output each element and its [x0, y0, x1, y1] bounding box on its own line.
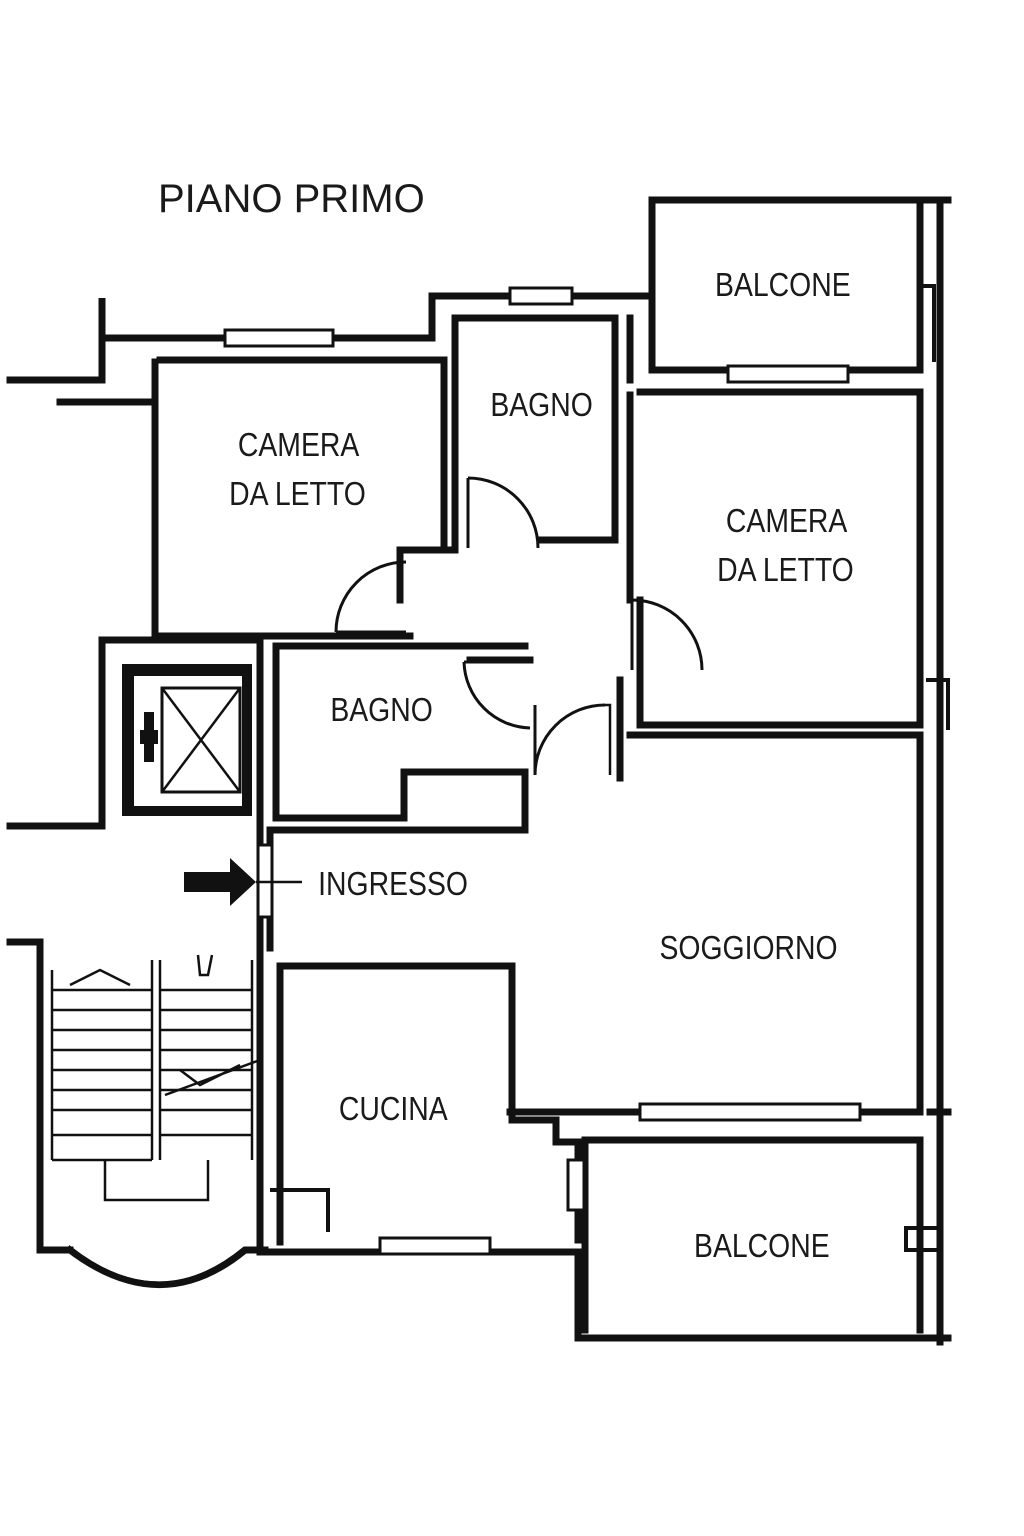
- window-cucina-side: [566, 1158, 586, 1212]
- arrow-icon: [184, 858, 302, 906]
- elevator-icon: [122, 664, 252, 816]
- room-camera-right-line1: CAMERA: [726, 502, 848, 540]
- door-left-bedroom: [334, 560, 407, 634]
- room-bagno-top: BAGNO: [490, 386, 592, 424]
- door-bagno-top: [466, 476, 540, 549]
- room-balcone-bottom: BALCONE: [694, 1227, 830, 1265]
- window-balcone-top: [726, 364, 850, 384]
- room-camera-right-line2: DA LETTO: [717, 551, 854, 589]
- room-ingresso: INGRESSO: [318, 865, 468, 903]
- room-bagno-mid: BAGNO: [330, 691, 432, 729]
- window-cucina: [378, 1236, 492, 1256]
- room-cucina: CUCINA: [339, 1090, 448, 1128]
- door-bagno-mid: [462, 660, 531, 730]
- room-camera-left-line2: DA LETTO: [229, 475, 366, 513]
- doors: [334, 476, 704, 776]
- plan-title: PIANO PRIMO: [158, 177, 425, 221]
- window-soggiorno: [638, 1102, 862, 1122]
- room-balcone-top: BALCONE: [715, 266, 851, 304]
- window-top-bagno: [508, 286, 574, 306]
- room-camera-left-line1: CAMERA: [238, 426, 360, 464]
- room-soggiorno: SOGGIORNO: [659, 929, 837, 967]
- door-soggiorno: [533, 703, 606, 776]
- stairs-icon: [50, 954, 261, 1202]
- door-right-bedroom: [630, 598, 704, 671]
- windows: [223, 286, 862, 1256]
- room-labels: BALCONE BAGNO CAMERA DA LETTO CAMERA DA …: [229, 266, 854, 1265]
- window-left-bedroom: [223, 328, 335, 348]
